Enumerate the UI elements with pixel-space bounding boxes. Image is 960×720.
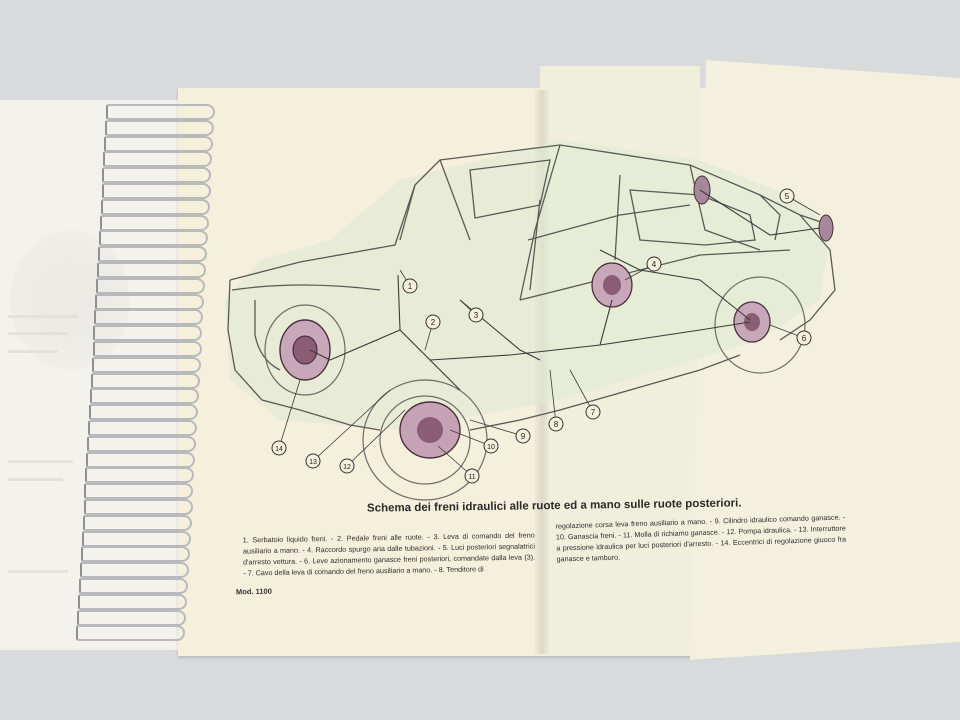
spiral-ring	[79, 562, 189, 579]
spiral-ring	[106, 104, 215, 120]
callout-number: 12	[343, 464, 351, 471]
brake-drums	[279, 175, 834, 459]
spiral-ring	[91, 356, 201, 373]
callout-14: 14	[271, 440, 287, 456]
callout-number: 13	[309, 459, 317, 466]
spiral-ring	[89, 388, 199, 405]
spiral-ring	[102, 167, 212, 184]
callout-4: 4	[646, 256, 662, 272]
spiral-ring	[90, 372, 200, 389]
callout-number: 4	[652, 260, 657, 269]
spiral-ring	[76, 625, 186, 642]
callout-number: 14	[275, 446, 283, 453]
spiral-ring	[101, 183, 211, 199]
callout-12: 12	[339, 458, 355, 474]
callout-10: 10	[483, 438, 499, 454]
body-tint	[225, 140, 830, 430]
callout-2: 2	[425, 314, 441, 330]
spiral-ring	[82, 514, 192, 531]
callout-3: 3	[468, 307, 484, 323]
callout-number: 1	[408, 282, 413, 291]
spiral-ring	[98, 230, 208, 247]
callout-13: 13	[305, 453, 321, 469]
spiral-ring	[87, 435, 197, 452]
spiral-ring	[77, 609, 187, 626]
callout-1: 1	[402, 278, 418, 294]
spiral-ring	[88, 404, 198, 421]
callout-number: 11	[468, 474, 475, 481]
foldout-page	[690, 60, 960, 660]
spiral-ring	[83, 499, 193, 515]
callout-9: 9	[515, 428, 531, 444]
legend-text-left: 1. Serbatoio liquido freni. - 2. Pedale …	[242, 530, 536, 578]
spiral-ring	[97, 246, 207, 263]
spiral-ring	[88, 420, 197, 436]
spiral-ring	[80, 546, 190, 563]
spiral-ring	[103, 151, 213, 168]
spiral-ring	[94, 309, 204, 326]
callout-number: 10	[487, 444, 495, 451]
spiral-ring	[96, 277, 206, 294]
legend-text-right: regolazione corsa leva freno ausiliario …	[555, 512, 847, 564]
spiral-ring	[85, 467, 195, 484]
callout-8: 8	[548, 416, 564, 432]
callout-7: 7	[585, 404, 601, 420]
spiral-ring	[105, 119, 215, 136]
spiral-ring	[100, 198, 210, 215]
callout-number: 8	[554, 420, 559, 429]
spiral-ring	[93, 325, 203, 342]
callout-5: 5	[779, 188, 795, 204]
spiral-ring	[97, 262, 206, 278]
spiral-ring	[104, 135, 214, 152]
callout-6: 6	[796, 330, 812, 346]
spiral-ring	[99, 214, 209, 231]
spiral-ring	[95, 293, 205, 310]
callout-number: 3	[474, 311, 479, 320]
spiral-ring	[79, 578, 188, 594]
spiral-ring	[78, 593, 188, 610]
spiral-ring	[86, 451, 196, 468]
spiral-binding	[76, 104, 215, 644]
spiral-ring	[84, 483, 194, 500]
spiral-ring	[92, 341, 202, 357]
callout-number: 2	[431, 318, 436, 327]
callout-number: 6	[802, 334, 807, 343]
spiral-ring	[81, 530, 191, 547]
callout-number: 5	[785, 192, 790, 201]
model-label: Mod. 1100	[235, 586, 272, 597]
callout-number: 7	[591, 408, 596, 417]
callout-11: 11	[464, 468, 480, 484]
callout-number: 9	[521, 432, 526, 441]
